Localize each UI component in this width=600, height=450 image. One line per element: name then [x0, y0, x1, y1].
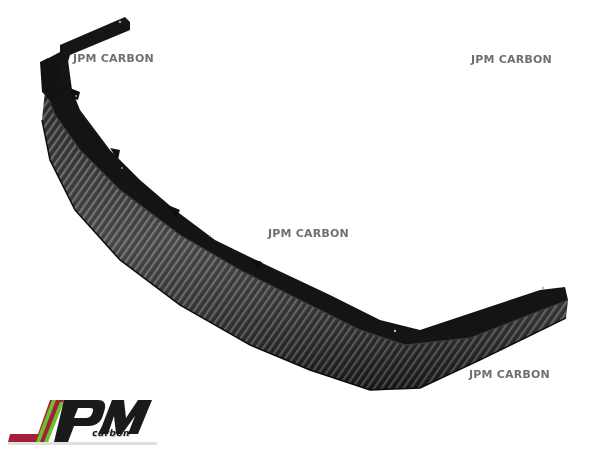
jpm-carbon-logo	[8, 400, 158, 445]
watermark-text: JPM CARBON	[469, 368, 550, 381]
watermark-text: JPM CARBON	[268, 227, 349, 240]
watermark-text: JPM CARBON	[73, 52, 154, 65]
watermark-text: JPM CARBON	[471, 53, 552, 66]
logo-subtext: carbon	[90, 429, 131, 439]
